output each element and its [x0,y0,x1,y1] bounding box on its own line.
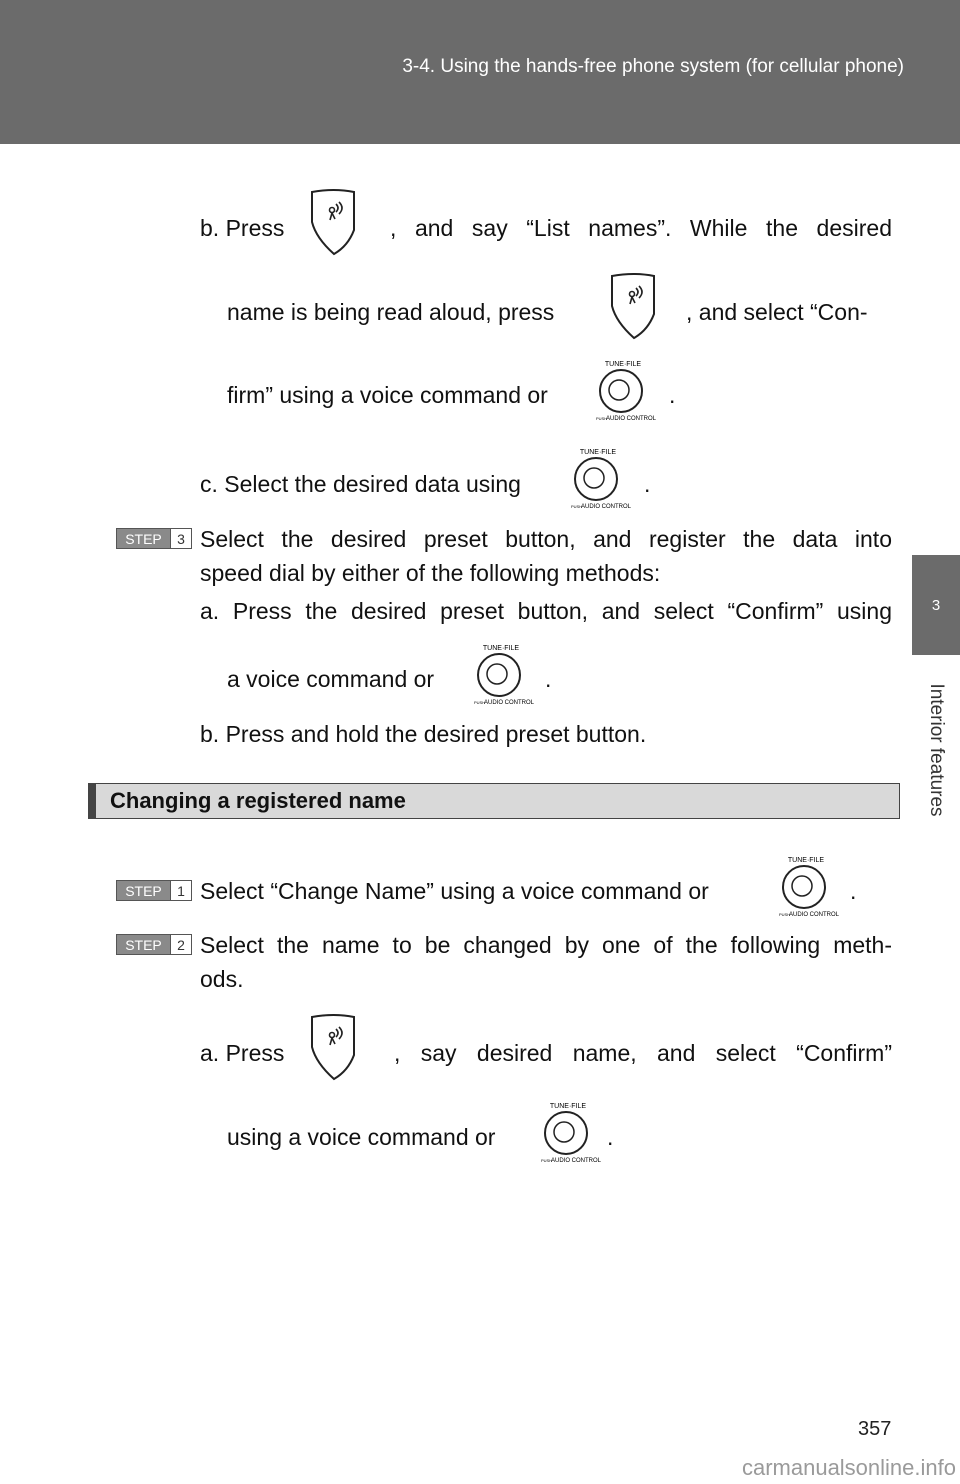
knob-top-label: TUNE·FILE [605,361,642,368]
tune-file-knob-icon: TUNE·FILE PUSH AUDIO CONTROL [571,449,632,510]
talk-switch-icon [311,1014,355,1081]
step3-line1: Select the desired preset button, and re… [200,526,892,552]
knob-push-label: PUSH [474,700,485,705]
step-label: STEP [117,529,170,548]
knob-bottom-label: AUDIO CONTROL [484,700,535,706]
c-line: c. Select the desired data using [200,471,521,497]
knob-push-label: PUSH [779,912,790,917]
tune-file-knob-icon: TUNE·FILE PUSH AUDIO CONTROL [596,361,657,422]
talk-switch-icon [311,189,355,256]
side-tab-label: Interior features [912,655,960,845]
a2-rest: , say desired name, and select “Confirm” [394,1040,892,1066]
side-tab-label-text: Interior features [926,683,947,817]
period: . [644,471,651,497]
knob-bottom-label: AUDIO CONTROL [551,1158,602,1164]
side-tab-number-text: 3 [931,596,941,614]
step-number: 1 [170,881,191,900]
step2-line2: ods. [200,966,244,992]
tune-file-knob-icon: TUNE·FILE PUSH AUDIO CONTROL [541,1103,602,1164]
a2-press: a. Press [200,1040,285,1066]
knob-top-label: TUNE·FILE [788,857,825,864]
chapter-title: 3-4. Using the hands-free phone system (… [402,56,904,77]
step-1-badge: STEP 1 [116,880,192,901]
knob-push-label: PUSH [596,416,607,421]
step-number: 3 [170,529,191,548]
step3-line2: speed dial by either of the following me… [200,560,661,586]
section-heading: Changing a registered name [88,783,900,819]
knob-bottom-label: AUDIO CONTROL [581,504,632,510]
b1-line3: firm” using a voice command or [227,382,548,408]
step-3-badge: STEP 3 [116,528,192,549]
watermark: carmanualsonline.info [741,1455,956,1480]
knob-push-label: PUSH [541,1158,552,1163]
b1-line2-b: , and select “Con- [686,299,868,325]
knob-top-label: TUNE·FILE [550,1103,587,1110]
a-line1: a. Press the desired preset button, and … [200,598,892,624]
step-label: STEP [117,935,170,954]
step-2-badge: STEP 2 [116,934,192,955]
knob-bottom-label: AUDIO CONTROL [606,416,657,422]
period: . [545,666,552,692]
a2-line2: using a voice command or [227,1124,496,1150]
step1-line: Select “Change Name” using a voice comma… [200,878,709,904]
step2-line1: Select the name to be changed by one of … [200,932,892,958]
step-number: 2 [170,935,191,954]
tune-file-knob-icon: TUNE·FILE PUSH AUDIO CONTROL [474,645,535,706]
b1-press: b. Press [200,215,285,241]
side-tab-number: 3 [912,555,960,655]
b2-line: b. Press and hold the desired preset but… [200,721,647,747]
period: . [850,878,857,904]
period: . [607,1124,614,1150]
knob-bottom-label: AUDIO CONTROL [789,912,840,918]
page-number: 357 [858,1418,892,1440]
period: . [669,382,676,408]
knob-top-label: TUNE·FILE [483,645,520,652]
tune-file-knob-icon: TUNE·FILE PUSH AUDIO CONTROL [779,857,840,918]
b1-rest: , and say “List names”. While the desire… [390,215,892,241]
talk-switch-icon [611,273,655,340]
step-label: STEP [117,881,170,900]
knob-push-label: PUSH [571,504,582,509]
a-line2: a voice command or [227,666,435,692]
header-bar [0,0,960,144]
knob-top-label: TUNE·FILE [580,449,617,456]
b1-line2-a: name is being read aloud, press [227,299,555,325]
